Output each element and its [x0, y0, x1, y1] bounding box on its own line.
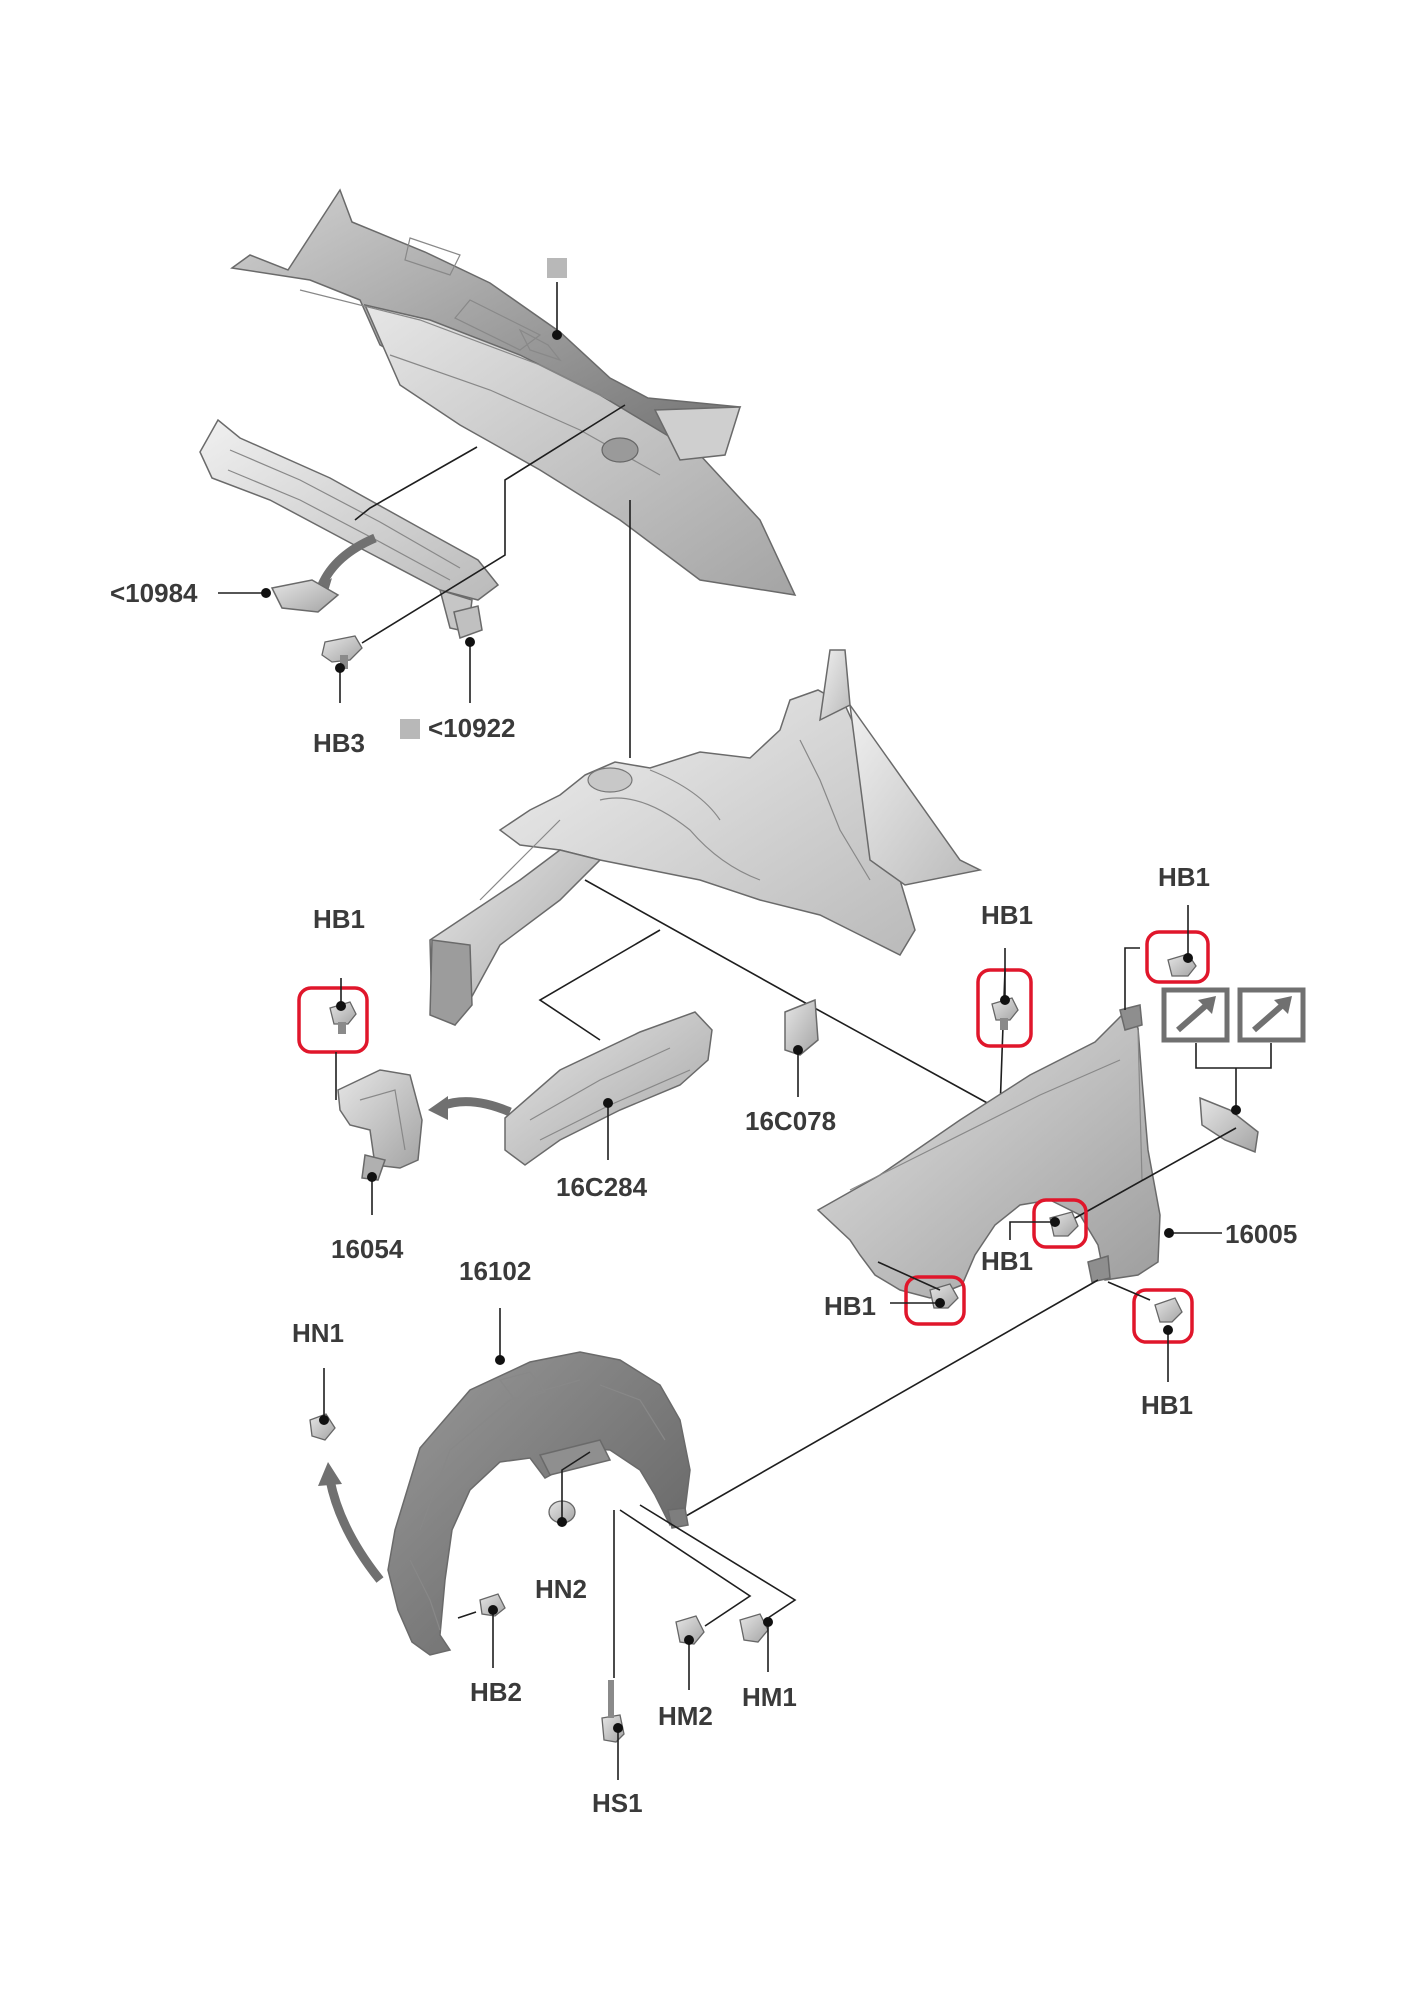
arrow-badge-2 — [1237, 987, 1306, 1043]
front-apron-rail-assembly — [429, 649, 983, 1026]
label-hb1-mid: HB1 — [981, 900, 1033, 930]
arrow-bracket-to-bracket — [440, 1097, 512, 1117]
arrow-badge-1 — [1161, 987, 1230, 1043]
arrow-up-right-icon — [1198, 996, 1216, 1014]
square-marker-icon — [547, 258, 567, 278]
arrow-liner-to-clip — [325, 1479, 384, 1583]
label-10984: <10984 — [110, 578, 198, 608]
highlight-hb1-lower-left — [904, 1275, 966, 1326]
bolt-hb3 — [321, 635, 363, 669]
bolt-hb1-lower-right — [1154, 1297, 1183, 1323]
bracket-10984 — [270, 579, 340, 613]
label-hs1: HS1 — [592, 1788, 643, 1818]
screw-hs1 — [601, 1680, 625, 1743]
label-hb1-top: HB1 — [1158, 862, 1210, 892]
label-hb2: HB2 — [470, 1677, 522, 1707]
label-hb3: HB3 — [313, 728, 365, 758]
wheel-arch-liner-16102 — [387, 1351, 691, 1656]
clip-hm2 — [675, 1615, 705, 1645]
label-16005: 16005 — [1225, 1219, 1297, 1249]
label-hm2: HM2 — [658, 1701, 713, 1731]
square-marker-icon-2 — [400, 719, 420, 739]
label-hb1-lower-right: HB1 — [1141, 1390, 1193, 1420]
arrow-up-right-icon-2 — [1274, 996, 1292, 1014]
clip-hm1 — [739, 1613, 769, 1643]
bolt-hb2 — [479, 1593, 506, 1617]
cowl-top-bar — [199, 418, 500, 633]
label-hn1: HN1 — [292, 1318, 344, 1348]
label-16102: 16102 — [459, 1256, 531, 1286]
label-10922: <10922 — [428, 713, 515, 743]
bracket-16054 — [337, 1069, 423, 1181]
highlight-hb1-left — [297, 986, 369, 1054]
highlight-hb1-top — [1145, 930, 1210, 984]
label-hm1: HM1 — [742, 1682, 797, 1712]
highlight-hb1-wheel — [1032, 1198, 1088, 1249]
arrow-cowl-to-bracket — [317, 533, 377, 587]
label-hb1-lower-left: HB1 — [824, 1291, 876, 1321]
bracket-16c078 — [784, 998, 819, 1056]
clip-10922 — [453, 605, 483, 639]
fender-bracket-plate — [1199, 1096, 1259, 1154]
highlight-hb1-lower-right — [1132, 1288, 1194, 1344]
label-hb1-left: HB1 — [313, 904, 365, 934]
label-hn2: HN2 — [535, 1574, 587, 1604]
label-16c284: 16C284 — [556, 1172, 648, 1202]
label-hb1-wheel: HB1 — [981, 1246, 1033, 1276]
cowl-dash-panel — [230, 188, 797, 596]
label-16054: 16054 — [331, 1234, 404, 1264]
label-16c078: 16C078 — [745, 1106, 836, 1136]
